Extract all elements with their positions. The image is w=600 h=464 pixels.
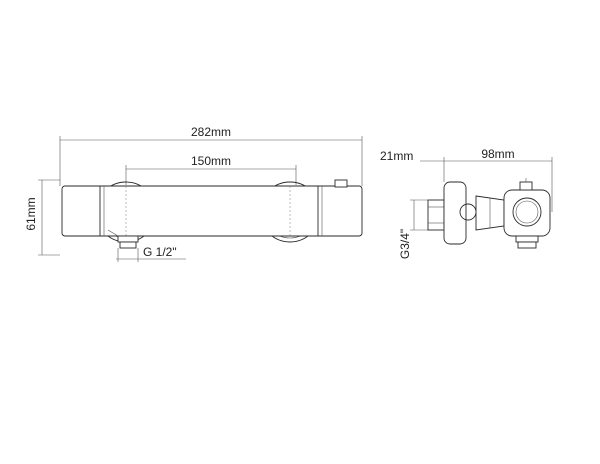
side-view: 21mm 98mm G3/4" — [380, 147, 553, 259]
dimension-overall-length: 282mm — [59, 125, 363, 186]
dimension-height: 61mm — [24, 179, 60, 256]
dimension-wall-offset: 21mm — [380, 149, 444, 163]
side-outlet — [515, 235, 539, 249]
wall-flange — [443, 181, 477, 245]
inlet-fitting — [427, 199, 445, 231]
mixer-side-body — [503, 178, 551, 237]
label-depth: 98mm — [481, 147, 514, 161]
label-height: 61mm — [24, 197, 38, 230]
mixer-body — [61, 179, 363, 237]
outlet-nozzle — [107, 229, 139, 249]
label-overall-length: 282mm — [191, 125, 231, 139]
label-inlet-thread: G3/4" — [398, 229, 412, 259]
dimension-inlet-thread: G3/4" — [398, 199, 428, 259]
dimension-center-distance: 150mm — [125, 154, 297, 185]
front-view: 282mm 150mm 61mm — [24, 125, 363, 262]
label-center-distance: 150mm — [191, 154, 231, 168]
body-connector — [475, 195, 505, 231]
label-wall-offset: 21mm — [380, 149, 413, 163]
dimension-outlet-thread: G 1/2" — [116, 245, 186, 262]
label-outlet-thread: G 1/2" — [143, 245, 177, 259]
dimension-depth: 98mm — [443, 147, 553, 212]
